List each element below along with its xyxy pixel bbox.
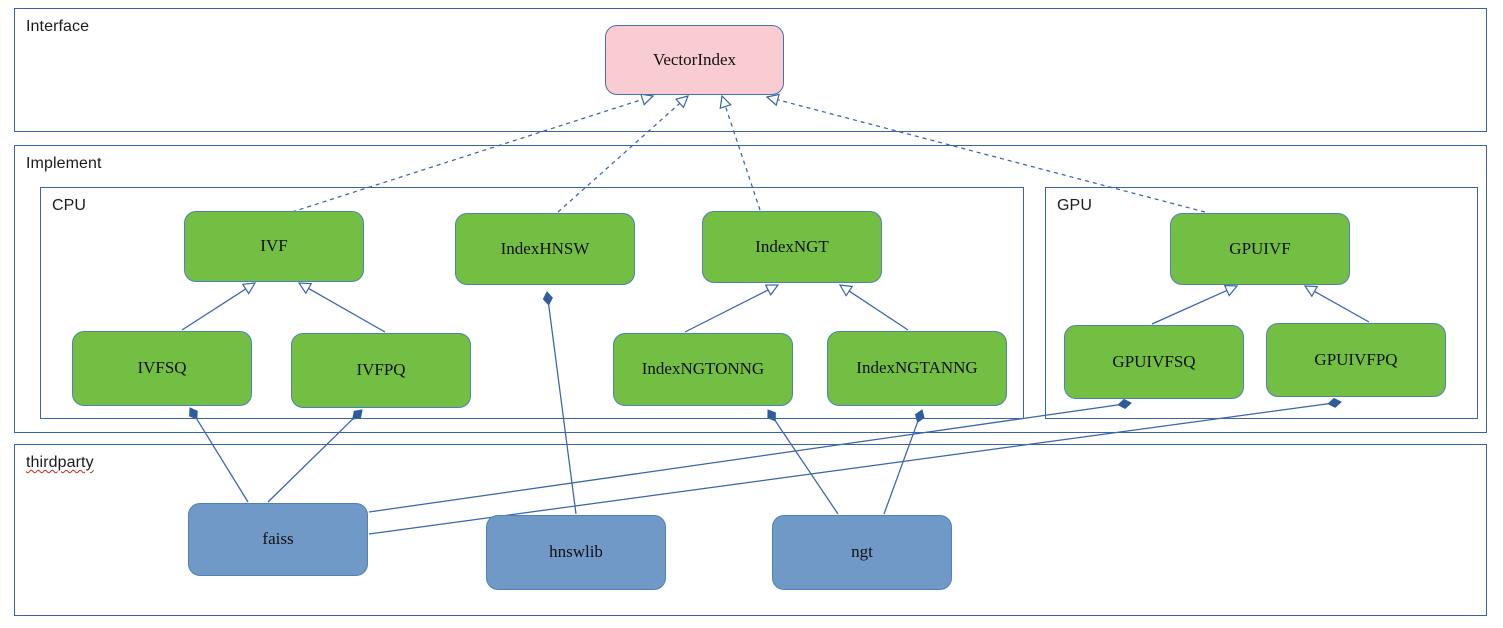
frame-label-gpu: GPU [1057,197,1092,214]
class-node-hnswlib[interactable]: hnswlib [486,515,666,590]
class-node-ngt[interactable]: ngt [772,515,952,590]
frame-label-implement: Implement [26,155,102,172]
frame-label-interface: Interface [26,18,90,35]
frame-cpu [40,187,1024,419]
class-node-vectorindex[interactable]: VectorIndex [605,25,784,95]
frame-interface [14,8,1487,132]
class-node-gpuivfpq[interactable]: GPUIVFPQ [1266,323,1446,397]
class-node-gpuivfsq[interactable]: GPUIVFSQ [1064,325,1244,399]
class-node-gpuivf[interactable]: GPUIVF [1170,213,1350,285]
frame-label-thirdparty: thirdparty [26,454,94,471]
frame-label-cpu: CPU [52,197,87,214]
class-node-ivf[interactable]: IVF [184,211,364,282]
frame-implement [14,145,1487,433]
class-node-ivfsq[interactable]: IVFSQ [72,331,252,406]
class-node-faiss[interactable]: faiss [188,503,368,576]
class-node-indexngt[interactable]: IndexNGT [702,211,882,283]
class-node-indexngtanng[interactable]: IndexNGTANNG [827,331,1007,406]
class-node-ivfpq[interactable]: IVFPQ [291,333,471,408]
class-node-indexngtonng[interactable]: IndexNGTONNG [613,333,793,406]
frame-gpu [1045,187,1478,419]
class-node-indexhnsw[interactable]: IndexHNSW [455,213,635,285]
frame-thirdparty [14,444,1487,616]
